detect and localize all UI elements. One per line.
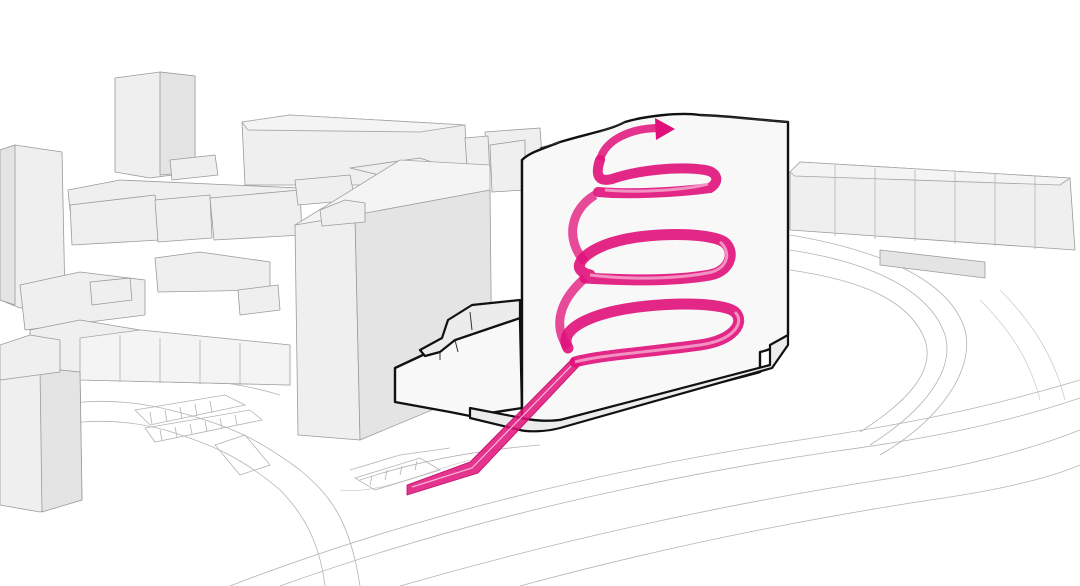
podium-stepped-roof (418, 298, 522, 358)
tower-base-ledge (468, 333, 790, 433)
spiral-arrowhead (655, 118, 675, 140)
context-blocks-left (0, 251, 291, 513)
context-slab-right (789, 161, 1076, 279)
circulation-spiral (406, 118, 745, 496)
spiral-loop-middle (573, 229, 736, 286)
parking-lots (134, 394, 441, 491)
spiral-loop-upper (592, 155, 722, 199)
